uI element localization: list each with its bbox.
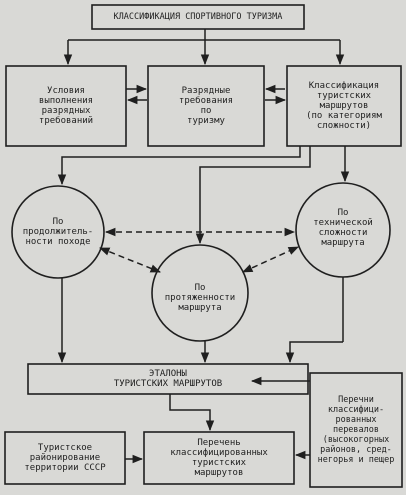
conditions-box <box>5 65 127 147</box>
zoning-label: Туристское районирование территории СССР <box>24 443 106 473</box>
rank-requirements-label: Разрядные требования по туризму <box>178 86 234 126</box>
zoning-box <box>4 431 126 485</box>
by-difficulty-label: По технической сложности маршрута <box>313 208 373 248</box>
by-length-label: По протяженности маршрута <box>164 283 236 313</box>
standards-box <box>27 363 309 395</box>
passes-lists-label: Перечни классифици- рованных перевалов (… <box>317 395 395 465</box>
route-classification-label: Классификация туристских маршрутов (по к… <box>306 81 382 131</box>
by-length-circle <box>151 244 249 342</box>
classified-routes-list-label: Перечень классифицированных туристских м… <box>170 438 268 478</box>
diagram-title: КЛАССИФИКАЦИЯ СПОРТИВНОГО ТУРИЗМА <box>113 12 283 22</box>
standards-label: ЭТАЛОНЫ ТУРИСТСКИХ МАРШРУТОВ <box>113 369 223 389</box>
classified-routes-list-box <box>143 431 295 485</box>
by-duration-circle <box>11 185 105 279</box>
rank-requirements-box <box>147 65 265 147</box>
passes-lists-box <box>309 372 403 488</box>
conditions-label: Условия выполнения разрядных требований <box>38 86 94 126</box>
route-classification-box <box>286 65 402 147</box>
title-box <box>91 4 305 30</box>
by-duration-label: По продолжитель- ности походе <box>22 217 94 247</box>
